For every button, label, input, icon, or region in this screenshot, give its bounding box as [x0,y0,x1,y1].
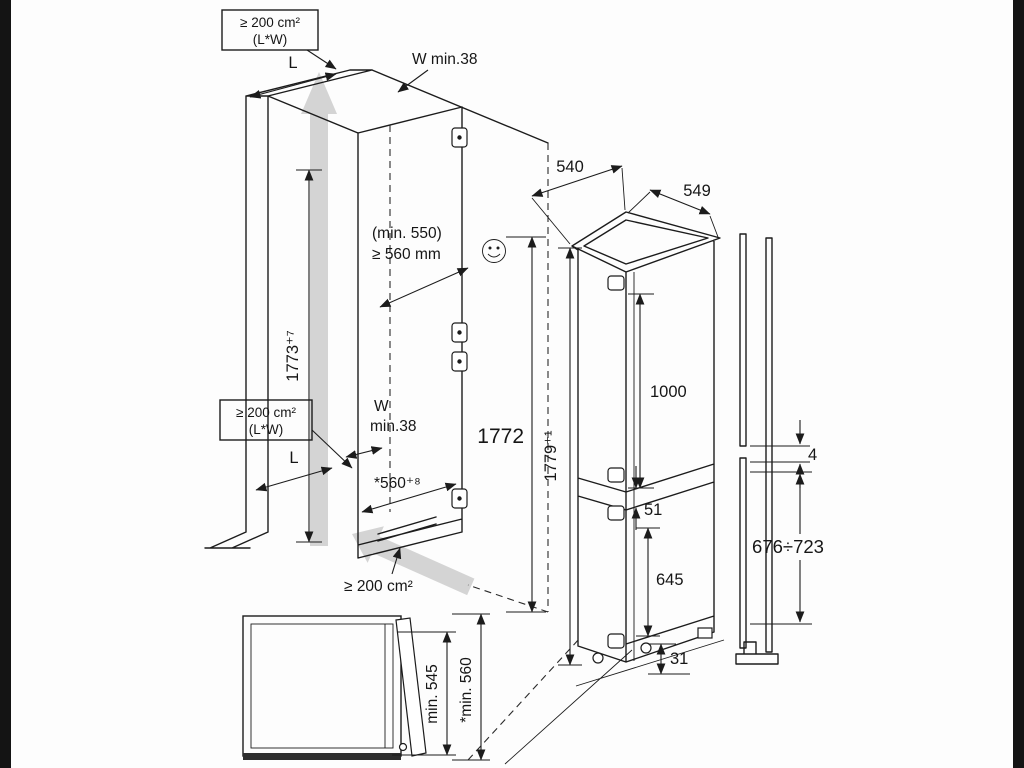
length-top-label: L [288,54,297,72]
divider-label: 51 [644,501,662,519]
door-hinge-bottom [607,633,625,649]
door-gap-ticks [750,445,810,463]
rear-foot [697,627,713,639]
side-profile-drawing: 4 676÷723 [735,233,824,665]
wall-band [243,753,401,760]
niche-hidden-lines [389,125,549,613]
niche-hinge-mid-1 [451,322,468,343]
length-mid-dimension [255,466,333,492]
niche-height-label: 1773⁺⁷ [284,330,302,381]
appliance-width-ticks [531,167,626,245]
smiley-outline [482,239,506,263]
base-depth-dimension [361,482,457,514]
hinge-screw [457,359,462,364]
mid-vent-area-sublabel: (L*W) [249,422,284,437]
door-hinge-pivot [398,742,408,752]
door-clearance-top-view: min. 545 *min. 560 [242,613,490,761]
bottom-vent-leader-arrow [391,547,402,575]
top-vent-area-label: ≥ 200 cm² [240,15,300,30]
niche-height-ticks [296,169,322,543]
wall-thickness-mid-dimension [345,446,383,459]
top-vent-callout-box [221,9,319,51]
panel-range-label: 676÷723 [752,536,824,557]
appliance-width-label: 540 [556,158,584,176]
door-hinge-mid-lower [607,505,625,521]
base-depth-label: *560⁺⁸ [374,475,421,492]
smiley-left-eye [488,246,492,250]
left-letterbox-bar [0,0,11,768]
appliance-depth-label: 549 [683,182,711,200]
right-letterbox-bar [1013,0,1024,768]
door-min-depth-ticks [392,631,456,756]
airflow-in-arrow-icon [352,526,475,596]
smiley-mouth [487,253,501,258]
freezer-compartment-label: 645 [656,571,684,589]
appliance-drawing: 540 549 1779⁺¹ 1000 51 645 31 [467,158,725,765]
freezer-compartment-ticks [636,527,660,637]
niche-hinge-bottom [451,488,468,509]
appliance-height-label: 1779⁺¹ [542,430,560,481]
door-min-depth-star-ticks [452,613,490,761]
niche-hinge-top [451,127,468,148]
hinge-screw [457,330,462,335]
appliance-detail-lines [504,272,725,765]
depth-dimension-arrow [379,267,469,308]
door-min-depth-label: min. 545 [424,664,441,723]
plinth-label: 31 [670,650,688,668]
wall-thickness-top-arrow [397,69,429,93]
appliance-projection-line [467,637,581,761]
panel-range-ticks [750,471,812,625]
depth-recommended-label: ≥ 560 mm [372,246,441,263]
wall-thickness-mid-sublabel: min.38 [370,418,417,435]
open-door [395,617,427,757]
depth-min-label: (min. 550) [372,225,442,242]
profile-linework [735,233,779,665]
door-hinge-top [607,275,625,291]
appliance-depth-ticks [627,191,719,238]
plinth-ticks [648,643,690,675]
niche-drawing: ≥ 200 cm² (L*W) ≥ 200 cm² (L*W) L W min.… [204,9,549,613]
top-vent-leader-arrow [306,49,337,70]
wall-thickness-top-label: W min.38 [412,51,477,68]
appliance-linework [571,211,721,663]
appliance-depth-dimension [649,189,711,215]
niche-inner-height-label: 1772 [477,425,524,448]
hinge-screw [457,496,462,501]
cabinet-outline [242,615,402,757]
mid-wheel [640,642,652,654]
wall-thickness-mid-label: W [374,398,389,415]
top-vent-area-sublabel: (L*W) [253,32,288,47]
length-mid-label: L [289,449,298,467]
length-top-dimension [249,72,337,99]
niche-inner-height-ticks [506,236,546,613]
hinge-screw [457,135,462,140]
niche-hinge-mid-2 [451,351,468,372]
bottom-vent-label: ≥ 200 cm² [344,578,413,595]
appliance-width-dimension [531,165,623,197]
appliance-height-ticks [558,247,582,666]
door-gap-label: 4 [808,446,817,464]
smiley-right-eye [496,246,500,250]
mid-vent-area-label: ≥ 200 cm² [236,405,296,420]
door-min-depth-star-label: *min. 560 [458,657,475,723]
cabinet-inner-outline [250,623,394,749]
front-wheel [592,652,604,664]
smiley-icon [482,239,506,263]
fridge-compartment-label: 1000 [650,383,687,401]
door-hinge-mid-upper [607,467,625,483]
mid-vent-leader-arrow [311,429,353,469]
